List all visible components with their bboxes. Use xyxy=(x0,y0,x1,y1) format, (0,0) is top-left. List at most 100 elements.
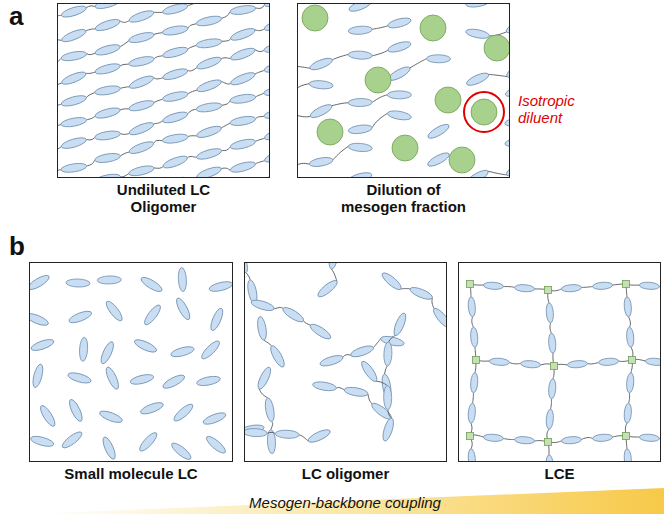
mesogen xyxy=(256,316,268,341)
spacer-chain xyxy=(388,335,395,342)
isotropic-diluent xyxy=(317,119,343,145)
mesogen xyxy=(263,4,269,9)
mesogen xyxy=(208,280,232,293)
isotropic-diluent xyxy=(449,147,475,173)
mesogen xyxy=(268,344,287,369)
network-illustration xyxy=(467,281,661,462)
spacer-chain xyxy=(120,21,129,23)
spacer-chain xyxy=(188,68,197,71)
mesogen xyxy=(359,359,379,383)
mesogen xyxy=(128,139,155,156)
mesogen xyxy=(229,46,256,63)
mesogen xyxy=(387,40,412,55)
mesogen xyxy=(645,358,660,367)
mesogen xyxy=(263,173,269,177)
mesogen xyxy=(483,282,503,291)
mesogen xyxy=(60,27,87,44)
mesogen xyxy=(196,37,223,49)
panel-letter: a xyxy=(9,2,39,32)
mesogen xyxy=(133,337,158,354)
mesogen xyxy=(162,110,189,125)
spacer-chain xyxy=(489,74,507,76)
mesogen xyxy=(275,430,299,439)
mesogen xyxy=(94,4,121,11)
mesogen xyxy=(504,136,509,148)
mesogen xyxy=(309,156,334,168)
mesogen xyxy=(263,107,269,120)
spacer-chain xyxy=(388,410,392,419)
spacer-chain xyxy=(410,59,427,68)
spacer-chain xyxy=(221,81,231,84)
mesogen xyxy=(67,371,92,385)
spacer-chain xyxy=(299,435,308,441)
mesogen xyxy=(174,296,192,321)
spacer-chain xyxy=(332,103,348,106)
mesogen xyxy=(344,386,369,398)
spacer-chain xyxy=(188,135,197,137)
mesogen xyxy=(548,379,557,399)
mesogen xyxy=(229,137,256,151)
spacer-chain xyxy=(298,66,310,69)
mesogen xyxy=(137,430,159,453)
mesogen xyxy=(202,411,227,427)
mesogen xyxy=(383,342,392,366)
figure-panel: Undiluted LC Oligomer xyxy=(57,3,270,178)
mesogen xyxy=(128,31,155,45)
mesogen xyxy=(263,147,269,164)
mesogen xyxy=(94,17,121,33)
mesogen xyxy=(229,4,256,16)
mesogen xyxy=(598,358,618,367)
mesogen xyxy=(199,339,222,362)
mesogen xyxy=(60,162,87,174)
mesogen xyxy=(128,8,155,24)
spacer-chain xyxy=(58,15,61,18)
spacer-chain xyxy=(550,399,552,409)
spacer-chain xyxy=(581,286,592,288)
spacer-chain xyxy=(368,394,372,404)
spacer-chain xyxy=(259,389,268,398)
mesogen xyxy=(561,436,581,445)
mesogen xyxy=(30,434,55,448)
mesogen xyxy=(172,402,195,424)
mesogen xyxy=(639,434,659,443)
mesogen xyxy=(348,4,373,14)
spacer-chain xyxy=(298,84,309,92)
crosslink xyxy=(467,281,474,288)
mesogen xyxy=(309,177,333,178)
mesogen xyxy=(139,400,164,416)
mesogen xyxy=(465,4,490,8)
diluted-illustration xyxy=(298,4,509,177)
mesogen xyxy=(196,4,223,5)
mesogen xyxy=(468,449,477,461)
mesogen xyxy=(195,165,222,177)
mesogen xyxy=(195,14,222,27)
spacer-chain xyxy=(303,321,310,325)
mesogen xyxy=(94,130,121,142)
isotropic-diluent xyxy=(392,135,418,161)
mesogen xyxy=(162,45,189,60)
spacer-chain xyxy=(154,56,163,59)
mesogen xyxy=(264,397,276,422)
mesogen xyxy=(626,373,635,393)
spacer-chain xyxy=(188,110,197,114)
mesogen xyxy=(309,102,334,120)
mesogen xyxy=(128,4,155,5)
spacer-chain xyxy=(343,355,351,358)
mesogen xyxy=(431,306,446,330)
mesogen xyxy=(309,80,334,90)
spacer-chain xyxy=(373,338,380,347)
spacer-chain xyxy=(222,12,230,18)
spacer-chain xyxy=(87,160,95,166)
spacer-chain xyxy=(188,24,196,28)
mesogen xyxy=(348,50,372,59)
mesogen xyxy=(349,344,374,359)
spacer-chain xyxy=(86,29,95,31)
spacer-chain xyxy=(488,171,506,175)
spacer-chain xyxy=(86,93,94,98)
mesogen xyxy=(229,115,256,127)
gradient-wedge xyxy=(28,488,664,514)
figure-panel: Dilution of mesogen fraction xyxy=(297,3,510,178)
mesogen xyxy=(195,55,222,71)
spacer-chain xyxy=(629,317,631,327)
oligomer-illustration xyxy=(58,4,269,177)
